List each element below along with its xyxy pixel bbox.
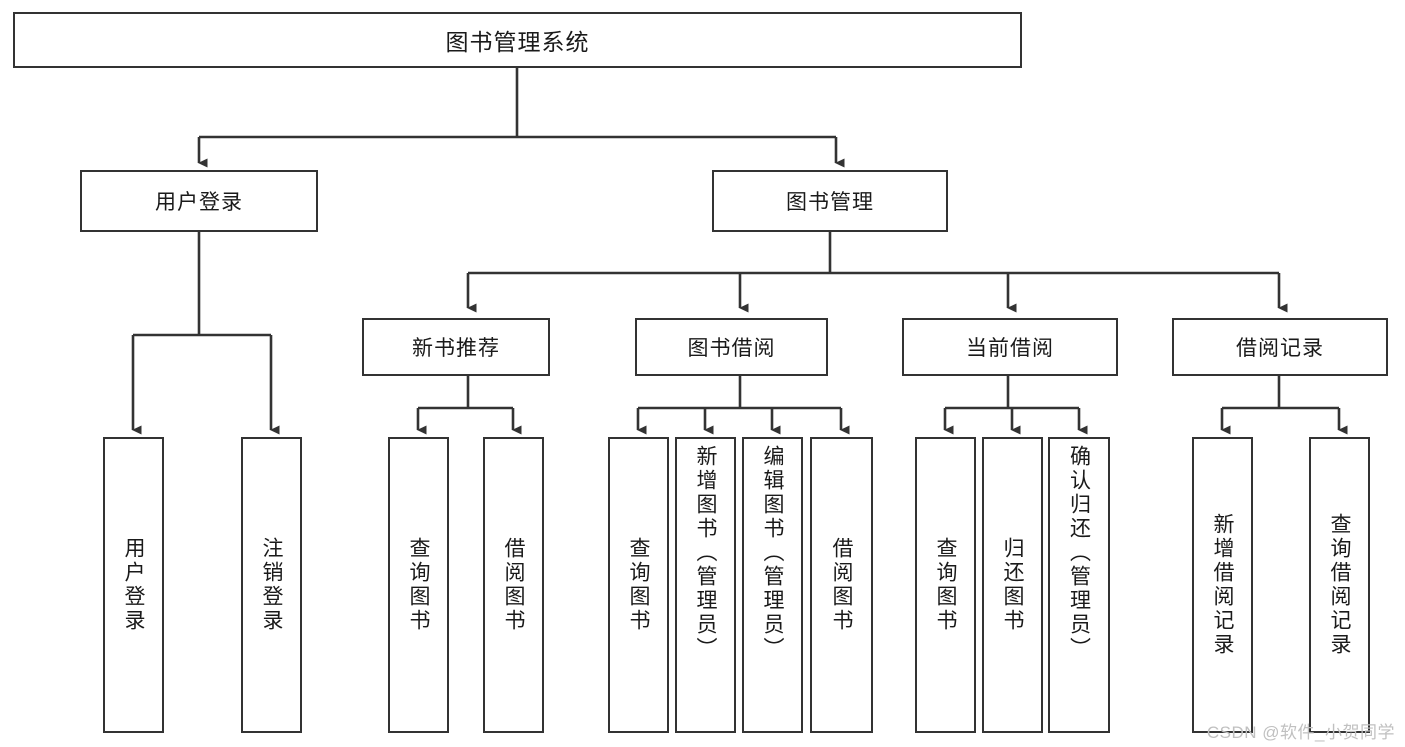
node-borrow-record[interactable]: 借阅记录 <box>1172 318 1388 376</box>
node-leaf-add-record-label: 新增借阅记录 <box>1211 513 1234 657</box>
node-new-book-recommend-label: 新书推荐 <box>412 337 500 360</box>
node-root-system[interactable]: 图书管理系统 <box>13 12 1022 68</box>
node-book-management[interactable]: 图书管理 <box>712 170 948 232</box>
node-leaf-return-book-label: 归还图书 <box>1001 537 1024 633</box>
node-book-borrow[interactable]: 图书借阅 <box>635 318 828 376</box>
node-leaf-user-logout-label: 注销登录 <box>260 537 283 633</box>
node-user-login[interactable]: 用户登录 <box>80 170 318 232</box>
node-book-borrow-label: 图书借阅 <box>687 337 776 360</box>
node-leaf-borrow-book-1-label: 借阅图书 <box>502 537 525 633</box>
node-current-borrow-label: 当前借阅 <box>966 337 1054 360</box>
node-leaf-query-record-label: 查询借阅记录 <box>1328 513 1351 657</box>
node-leaf-query-book-2-label: 查询图书 <box>627 537 650 633</box>
node-leaf-query-book-1[interactable]: 查询图书 <box>388 437 449 733</box>
node-leaf-query-book-3-label: 查询图书 <box>934 537 957 633</box>
node-leaf-borrow-book-1[interactable]: 借阅图书 <box>483 437 544 733</box>
watermark-text: CSDN @软件_小贺同学 <box>1206 723 1395 742</box>
node-leaf-query-book-3[interactable]: 查询图书 <box>915 437 976 733</box>
node-user-login-label: 用户登录 <box>155 191 243 214</box>
node-new-book-recommend[interactable]: 新书推荐 <box>362 318 550 376</box>
node-current-borrow[interactable]: 当前借阅 <box>902 318 1118 376</box>
node-book-management-label: 图书管理 <box>786 191 874 214</box>
node-leaf-edit-book[interactable]: 编辑图书（管理员） <box>742 437 803 733</box>
node-leaf-user-login[interactable]: 用户登录 <box>103 437 164 733</box>
node-leaf-confirm-return-label: 确认归还（管理员） <box>1067 445 1091 661</box>
node-leaf-user-login-label: 用户登录 <box>122 537 145 633</box>
node-leaf-query-record[interactable]: 查询借阅记录 <box>1309 437 1370 733</box>
node-leaf-edit-book-label: 编辑图书（管理员） <box>761 445 784 661</box>
node-leaf-return-book[interactable]: 归还图书 <box>982 437 1043 733</box>
node-borrow-record-label: 借阅记录 <box>1236 337 1324 360</box>
node-leaf-borrow-book-2[interactable]: 借阅图书 <box>810 437 873 733</box>
node-leaf-query-book-1-label: 查询图书 <box>407 537 430 633</box>
node-leaf-query-book-2[interactable]: 查询图书 <box>608 437 669 733</box>
node-leaf-add-record[interactable]: 新增借阅记录 <box>1192 437 1253 733</box>
node-leaf-add-book[interactable]: 新增图书（管理员） <box>675 437 736 733</box>
node-leaf-borrow-book-2-label: 借阅图书 <box>830 537 853 633</box>
node-leaf-confirm-return[interactable]: 确认归还（管理员） <box>1048 437 1110 733</box>
node-root-label: 图书管理系统 <box>445 29 590 55</box>
node-leaf-user-logout[interactable]: 注销登录 <box>241 437 302 733</box>
node-leaf-add-book-label: 新增图书（管理员） <box>694 445 717 661</box>
